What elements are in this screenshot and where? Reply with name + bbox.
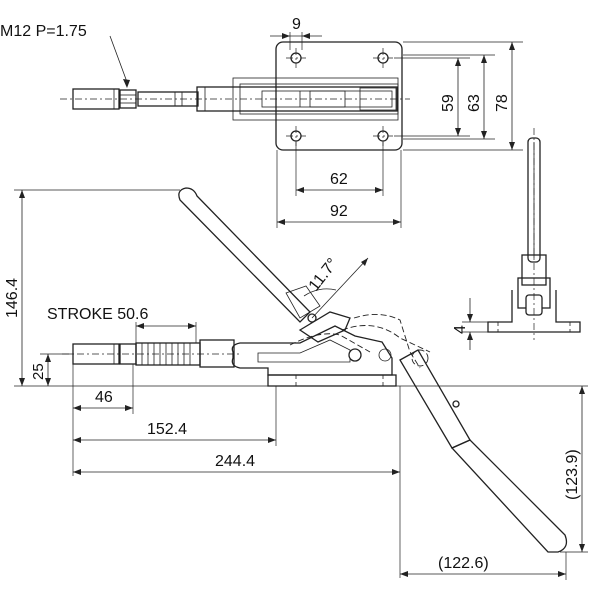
- dim-height-outer: 78: [494, 94, 511, 112]
- dim-hole-offset: 9: [292, 16, 301, 33]
- side-base: [267, 374, 397, 387]
- top-view: [60, 35, 410, 151]
- dim-stroke: STROKE 50.6: [47, 306, 148, 323]
- thread-spec-label: M12 P=1.75: [0, 23, 87, 40]
- dim-height-mid: 63: [466, 94, 483, 112]
- dim-height-inner: 59: [440, 94, 457, 112]
- base-plate: [275, 41, 403, 151]
- side-view-dimensions: [14, 189, 588, 580]
- dim-base-width: 92: [330, 203, 348, 220]
- dim-plunger-length: 46: [95, 389, 113, 406]
- dim-hole-spacing: 62: [330, 171, 348, 188]
- top-view-dimensions: [270, 32, 523, 228]
- dim-handle-angle: 11.7°: [306, 255, 342, 294]
- dim-overall-length: 244.4: [215, 453, 255, 470]
- end-view: [462, 128, 581, 350]
- dim-handle-reach: (122.6): [438, 555, 489, 572]
- dim-spindle-height: 25: [30, 363, 47, 380]
- side-view: [62, 187, 568, 553]
- dim-handle-drop: (123.9): [564, 449, 581, 500]
- dim-extended-length: 152.4: [147, 421, 187, 438]
- dim-base-thickness: 4: [452, 325, 469, 334]
- dim-height-total: 146.4: [4, 278, 21, 318]
